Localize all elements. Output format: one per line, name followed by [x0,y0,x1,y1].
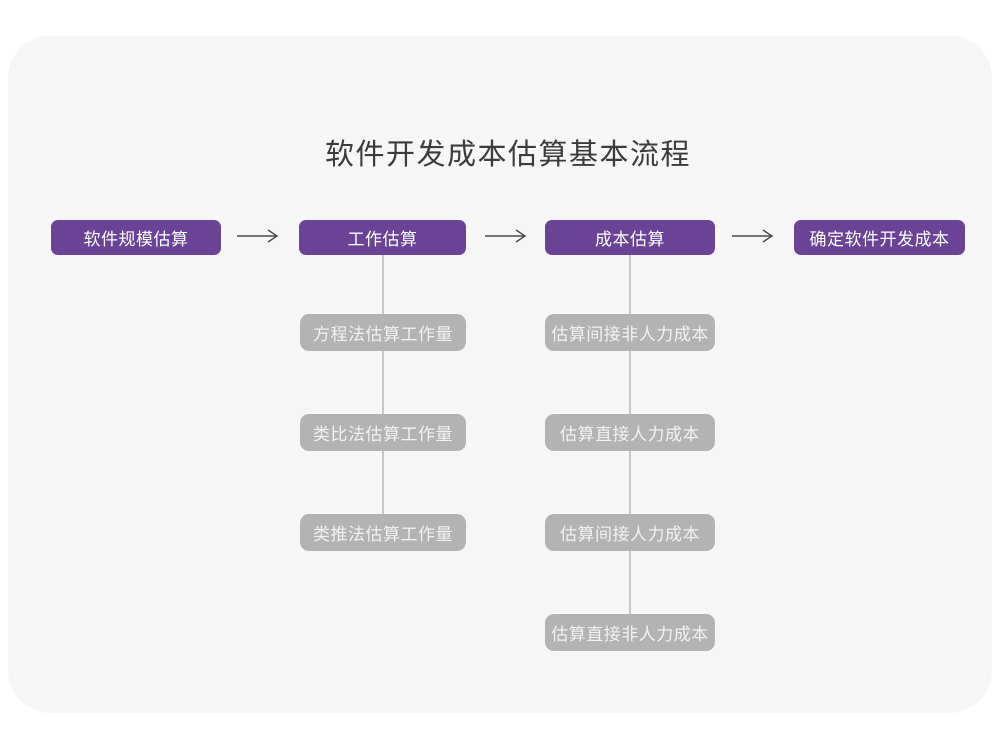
flow-node-cost-estimation: 成本估算 [545,220,715,255]
flow-node-software-scale-estimation: 软件规模估算 [51,220,221,255]
flowchart-card: 软件开发成本估算基本流程 软件规模估算 工作估算 成本估算 确定软件开发成本 方… [8,36,992,713]
sub-node-analogy-method: 类比法估算工作量 [300,414,466,451]
arrow-right-icon [731,228,775,244]
sub-node-direct-non-labor-cost: 估算直接非人力成本 [545,614,715,651]
connector-line-work-branch [382,255,384,533]
sub-node-direct-labor-cost: 估算直接人力成本 [545,414,715,451]
arrow-right-icon [484,228,528,244]
sub-node-extrapolation-method: 类推法估算工作量 [300,514,466,551]
arrow-right-icon [236,228,280,244]
flow-node-work-estimation: 工作估算 [299,220,466,255]
flow-node-determine-dev-cost: 确定软件开发成本 [794,220,965,255]
sub-node-equation-method: 方程法估算工作量 [300,314,466,351]
sub-node-indirect-labor-cost: 估算间接人力成本 [545,514,715,551]
diagram-title: 软件开发成本估算基本流程 [324,139,691,171]
sub-node-indirect-non-labor-cost: 估算间接非人力成本 [545,314,715,351]
